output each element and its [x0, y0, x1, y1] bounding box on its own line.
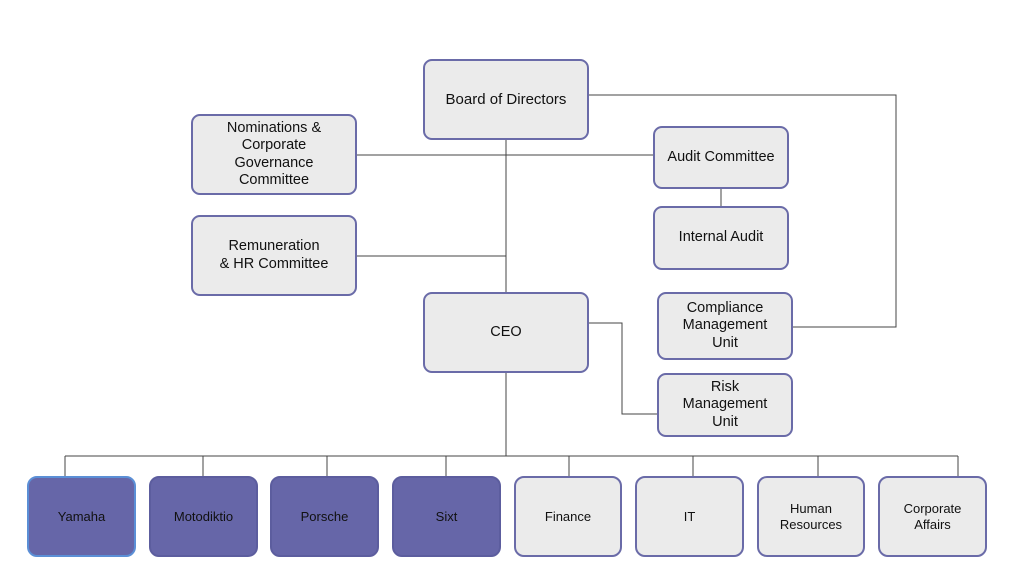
audit-committee-label: Audit Committee: [667, 148, 775, 165]
department-label: Finance: [544, 508, 592, 524]
department-label: Corporate Affairs: [903, 500, 962, 532]
department-porsche-box: Porsche: [270, 476, 379, 557]
department-it-box: IT: [635, 476, 744, 557]
department-corporate-affairs-box: Corporate Affairs: [878, 476, 987, 557]
internal-audit-label: Internal Audit: [678, 229, 764, 246]
department-sixt-box: Sixt: [392, 476, 501, 557]
board-of-directors-label: Board of Directors: [445, 90, 567, 108]
nominations-committee-box: Nominations & Corporate Governance Commi…: [191, 114, 357, 195]
department-label: Yamaha: [57, 508, 106, 524]
nominations-committee-label: Nominations & Corporate Governance Commi…: [226, 119, 322, 188]
department-label: Porsche: [300, 508, 349, 524]
compliance-unit-label: Compliance Management Unit: [682, 299, 768, 351]
department-label: IT: [683, 508, 696, 524]
board-compliance-line: [588, 94, 897, 328]
risk-unit-label: Risk Management Unit: [682, 378, 768, 430]
department-label: Sixt: [435, 508, 458, 524]
department-label: Motodiktio: [173, 508, 234, 524]
internal-audit-box: Internal Audit: [653, 206, 789, 270]
audit-committee-box: Audit Committee: [653, 126, 789, 189]
risk-unit-box: Risk Management Unit: [657, 373, 793, 437]
department-finance-box: Finance: [514, 476, 622, 557]
department-yamaha-box: Yamaha: [27, 476, 136, 557]
compliance-unit-box: Compliance Management Unit: [657, 292, 793, 360]
ceo-risk-line: [588, 322, 658, 415]
remuneration-committee-label: Remuneration & HR Committee: [219, 238, 329, 272]
department-motodiktio-box: Motodiktio: [149, 476, 258, 557]
department-label: Human Resources: [779, 500, 843, 532]
department-human-resources-box: Human Resources: [757, 476, 865, 557]
ceo-label: CEO: [490, 323, 522, 340]
board-of-directors-box: Board of Directors: [423, 59, 589, 140]
ceo-box: CEO: [423, 292, 589, 373]
remuneration-committee-box: Remuneration & HR Committee: [191, 215, 357, 296]
